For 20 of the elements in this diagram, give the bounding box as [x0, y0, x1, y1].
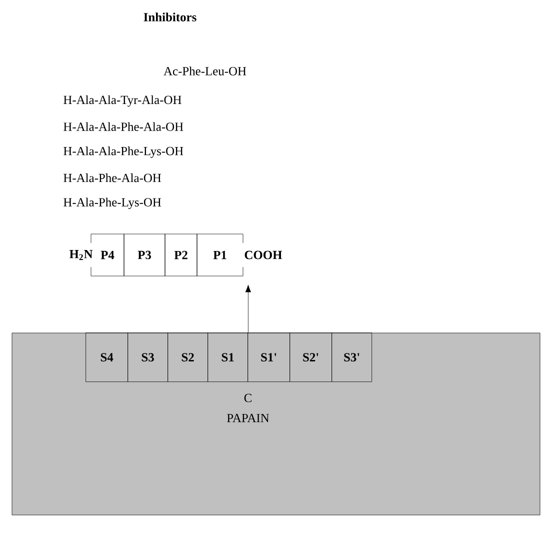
- peptide-sequence: Ac-Phe-Leu-OH: [164, 66, 246, 76]
- subsite-box: S4: [86, 332, 128, 382]
- arrow: [245, 284, 252, 333]
- peptide-sequence: H-Ala-Ala-Tyr-Ala-OH: [64, 95, 182, 107]
- peptide-sequence: H-Ala-Phe-Ala-OH: [64, 173, 162, 182]
- subsite-box: S2: [168, 332, 208, 382]
- peptide-sequence: H-Ala-Ala-Phe-Lys-OH: [64, 146, 184, 158]
- residue-box: P1: [196, 234, 244, 276]
- peptide-sequence: H-Ala-Ala-Phe-Ala-OH: [64, 122, 184, 131]
- residue-box: P2: [164, 234, 198, 276]
- peptide-sequence: H-Ala-Phe-Lys-OH: [64, 198, 162, 210]
- terminal-group: COOH: [244, 250, 282, 260]
- subsite-box: S1': [248, 332, 290, 382]
- title: Inhibitors: [144, 12, 196, 22]
- subsite-box: S3': [332, 332, 372, 382]
- terminal-group: H$_{2}$N: [70, 250, 93, 260]
- subsite-box: S3: [128, 332, 168, 382]
- subsite-box: S1: [208, 332, 248, 382]
- subsite-box: S2': [290, 332, 332, 382]
- residue-box: P3: [124, 234, 166, 276]
